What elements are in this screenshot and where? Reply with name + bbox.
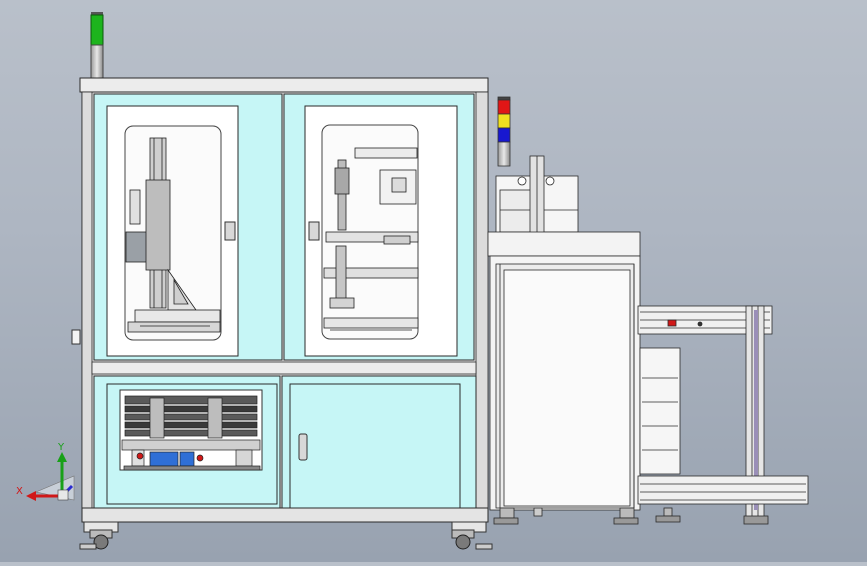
- axis-triad: [26, 452, 75, 501]
- upper-left-door: [93, 93, 283, 361]
- lower-left-door: [93, 375, 281, 509]
- upper-right-door: [283, 93, 475, 361]
- vertical-lift-module: [125, 137, 221, 333]
- caster-right: [451, 529, 493, 550]
- left-stack-light: [90, 12, 104, 79]
- caster-left: [79, 529, 113, 550]
- lower-right-door: [281, 375, 477, 509]
- magazine-conveyor: [637, 305, 809, 525]
- loader-unit: [487, 155, 641, 525]
- main-cabinet-base: [79, 507, 493, 550]
- right-stack-light: [497, 96, 511, 167]
- lower-motor-assembly: [121, 395, 261, 471]
- axis-label-y: Y: [58, 442, 65, 453]
- pick-and-place-module: [323, 147, 419, 331]
- axis-label-x: X: [16, 486, 23, 497]
